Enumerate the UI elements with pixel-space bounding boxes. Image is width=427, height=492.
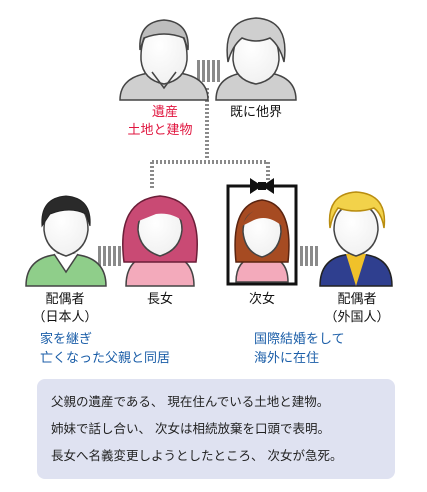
- marriage-mark-right: [300, 246, 318, 266]
- land-and-building-label: 土地と建物: [127, 123, 193, 138]
- marriage-mark-left: [98, 246, 121, 266]
- eldest-daughter-figure: [122, 195, 198, 287]
- deceased-note: 既に他界: [229, 105, 282, 120]
- eldest-note-line1: 家を継ぎ: [40, 332, 93, 347]
- second-note-line1: 国際結婚をして: [254, 332, 345, 347]
- spouse-japanese-figure: [25, 195, 107, 287]
- marriage-mark-parents: [197, 60, 220, 82]
- eldest-note-line2: 亡くなった父親と同居: [40, 351, 171, 366]
- second-note-line2: 海外に在住: [254, 351, 320, 366]
- summary-line-2: 姉妹で話し合い、 次女は相続放棄を口頭で表明。: [51, 421, 330, 436]
- eldest-daughter-label: 長女: [146, 292, 173, 307]
- spouse-left-label: 配偶者: [45, 292, 85, 307]
- spouse-foreign-figure: [319, 191, 393, 287]
- summary-box: 父親の遺産である、 現在住んでいる土地と建物。 姉妹で話し合い、 次女は相続放棄…: [37, 379, 395, 479]
- mother-figure: [215, 17, 297, 101]
- spouse-left-nationality: （日本人）: [32, 310, 98, 325]
- summary-line-3: 長女へ名義変更しようとしたところ、 次女が急死。: [51, 448, 343, 463]
- second-daughter-label: 次女: [248, 292, 275, 307]
- inheritance-label: 遺産: [151, 105, 178, 120]
- spouse-right-nationality: （外国人）: [324, 310, 390, 325]
- spouse-right-label: 配偶者: [337, 292, 377, 307]
- second-daughter-portrait: [226, 178, 298, 286]
- summary-line-1: 父親の遺産である、 現在住んでいる土地と建物。: [51, 394, 330, 409]
- father-figure: [119, 19, 209, 101]
